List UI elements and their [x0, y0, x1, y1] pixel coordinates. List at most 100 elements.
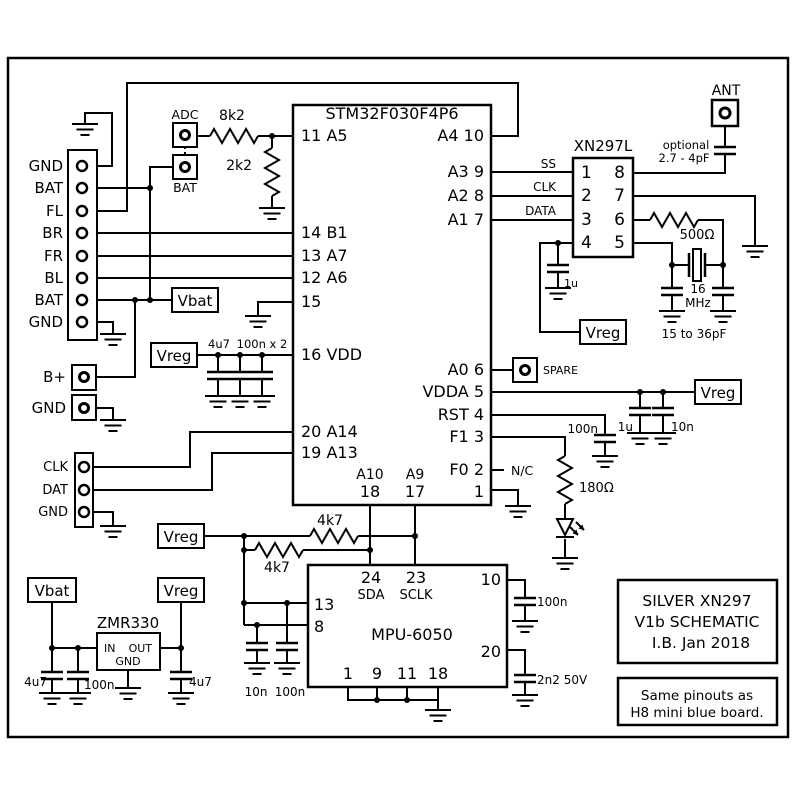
net-box-vreg [150, 342, 198, 368]
mcu-pin-label: F1 3 [449, 427, 484, 446]
wire [217, 355, 263, 396]
wire [491, 489, 519, 506]
crystal-16mhz [687, 248, 707, 282]
wire [97, 321, 114, 334]
pad-label-adc: ADC [172, 107, 199, 122]
wire [507, 649, 526, 695]
title-block-line1: SILVER XN297 [642, 592, 751, 610]
mcu-pin-label: A9 [406, 467, 424, 483]
prog-connector-pins [77, 460, 91, 519]
regulator-pin-gnd: GND [115, 655, 140, 668]
crystal-value: 16 [690, 282, 705, 296]
wire [491, 171, 573, 221]
mcu-box [291, 103, 493, 507]
connector-pin-label: BAT [34, 291, 63, 309]
mcu-pin-label: 1 [474, 482, 484, 501]
wire [633, 195, 756, 246]
imu-pin-label: 23 [406, 568, 426, 587]
pad-label-bat: BAT [173, 180, 197, 195]
crystal-unit: MHz [685, 296, 711, 310]
mcu-title: STM32F030F4P6 [325, 104, 458, 123]
note-block-box [616, 676, 779, 727]
resistor-value: 500Ω [680, 228, 715, 243]
pads-group [71, 98, 740, 421]
note-block-line1: Same pinouts as [641, 688, 753, 704]
wire [97, 82, 519, 212]
signal-label-ss: SS [541, 157, 556, 171]
wire [347, 687, 439, 710]
radio-pin-label: 6 [614, 210, 625, 230]
net-label-vreg: Vreg [164, 528, 199, 546]
connector-pin-label: BR [42, 224, 63, 242]
mcu-pin-label: A4 10 [437, 126, 484, 145]
pad-spare [512, 357, 538, 383]
imu-pin-label: 24 [361, 568, 381, 587]
net-label-vreg: Vreg [701, 384, 736, 402]
regulator-title: ZMR330 [97, 614, 159, 632]
mcu-pin-label: RST 4 [438, 405, 484, 424]
connector-pin-label: GND [29, 313, 63, 331]
radio-pin-label: 5 [614, 233, 625, 253]
cap-value: 4u7 [208, 337, 230, 351]
cap-value: 1u [618, 420, 633, 434]
nc-label: N/C [511, 463, 534, 478]
imu-title: MPU-6050 [371, 625, 453, 644]
imu-pin-label: 1 [343, 664, 353, 683]
cap-value: 10n [671, 420, 694, 434]
wire [96, 407, 114, 420]
title-block-line3: I.B. Jan 2018 [652, 634, 750, 652]
mcu-pin-label: 12 A6 [301, 268, 348, 287]
xtal-cap-note: 15 to 36pF [662, 327, 727, 341]
net-label-vreg: Vreg [586, 324, 621, 342]
wire [93, 431, 293, 468]
battery-connector-box [67, 149, 98, 341]
resistor-value: 4k7 [317, 513, 343, 529]
imu-pin-label: SDA [358, 588, 385, 603]
mcu-pin-label: 14 B1 [301, 223, 348, 242]
regulator-box [96, 632, 161, 671]
mcu-pin-label: F0 2 [449, 460, 484, 479]
connector-pin-label: GND [38, 505, 68, 520]
mcu-pin-label: A10 [356, 467, 383, 483]
wire [633, 126, 726, 174]
wire [491, 414, 606, 456]
imu-box [306, 563, 509, 689]
ant-cap-note: 2.7 - 4pF [659, 151, 710, 165]
radio-pin-label: 2 [581, 186, 592, 206]
net-box-vreg [579, 319, 627, 345]
title-block-box [616, 578, 779, 665]
mcu-pin-label: A0 6 [448, 360, 484, 379]
pad-bat [172, 154, 198, 180]
resistor-value: 4k7 [264, 560, 290, 576]
pad-ant [710, 98, 740, 128]
net-label-boxes [27, 287, 742, 603]
net-label-vreg: Vreg [157, 347, 192, 365]
net-box-vbat [27, 577, 77, 603]
cap-value: 1u [564, 277, 578, 290]
regulator-pin-out: OUT [129, 642, 153, 655]
net-box-vreg [157, 523, 205, 549]
connector-pin-label: BAT [34, 179, 63, 197]
connector-pin-label: GND [29, 157, 63, 175]
wires [51, 82, 756, 710]
note-block-line2: H8 mini blue board. [630, 705, 763, 721]
imu-pin-label: 9 [372, 664, 382, 683]
wire [633, 242, 673, 265]
wire [507, 579, 526, 621]
net-box-vreg [157, 577, 205, 603]
mcu-pin-label: 16 VDD [301, 345, 362, 364]
wire [639, 392, 664, 433]
imu-pin-label: 13 [314, 595, 334, 614]
cap-value: 4u7 [24, 675, 47, 689]
ant-label: ANT [712, 83, 741, 99]
regulator-pin-in: IN [104, 642, 115, 655]
wire [671, 265, 724, 311]
wire [96, 300, 136, 378]
imu-pin-label: 18 [428, 664, 448, 683]
radio-pin-label: 3 [581, 210, 592, 230]
mcu-pin-label: 19 A13 [301, 443, 358, 462]
radio-pin-label: 8 [614, 163, 625, 183]
pad-bplus [71, 364, 97, 391]
